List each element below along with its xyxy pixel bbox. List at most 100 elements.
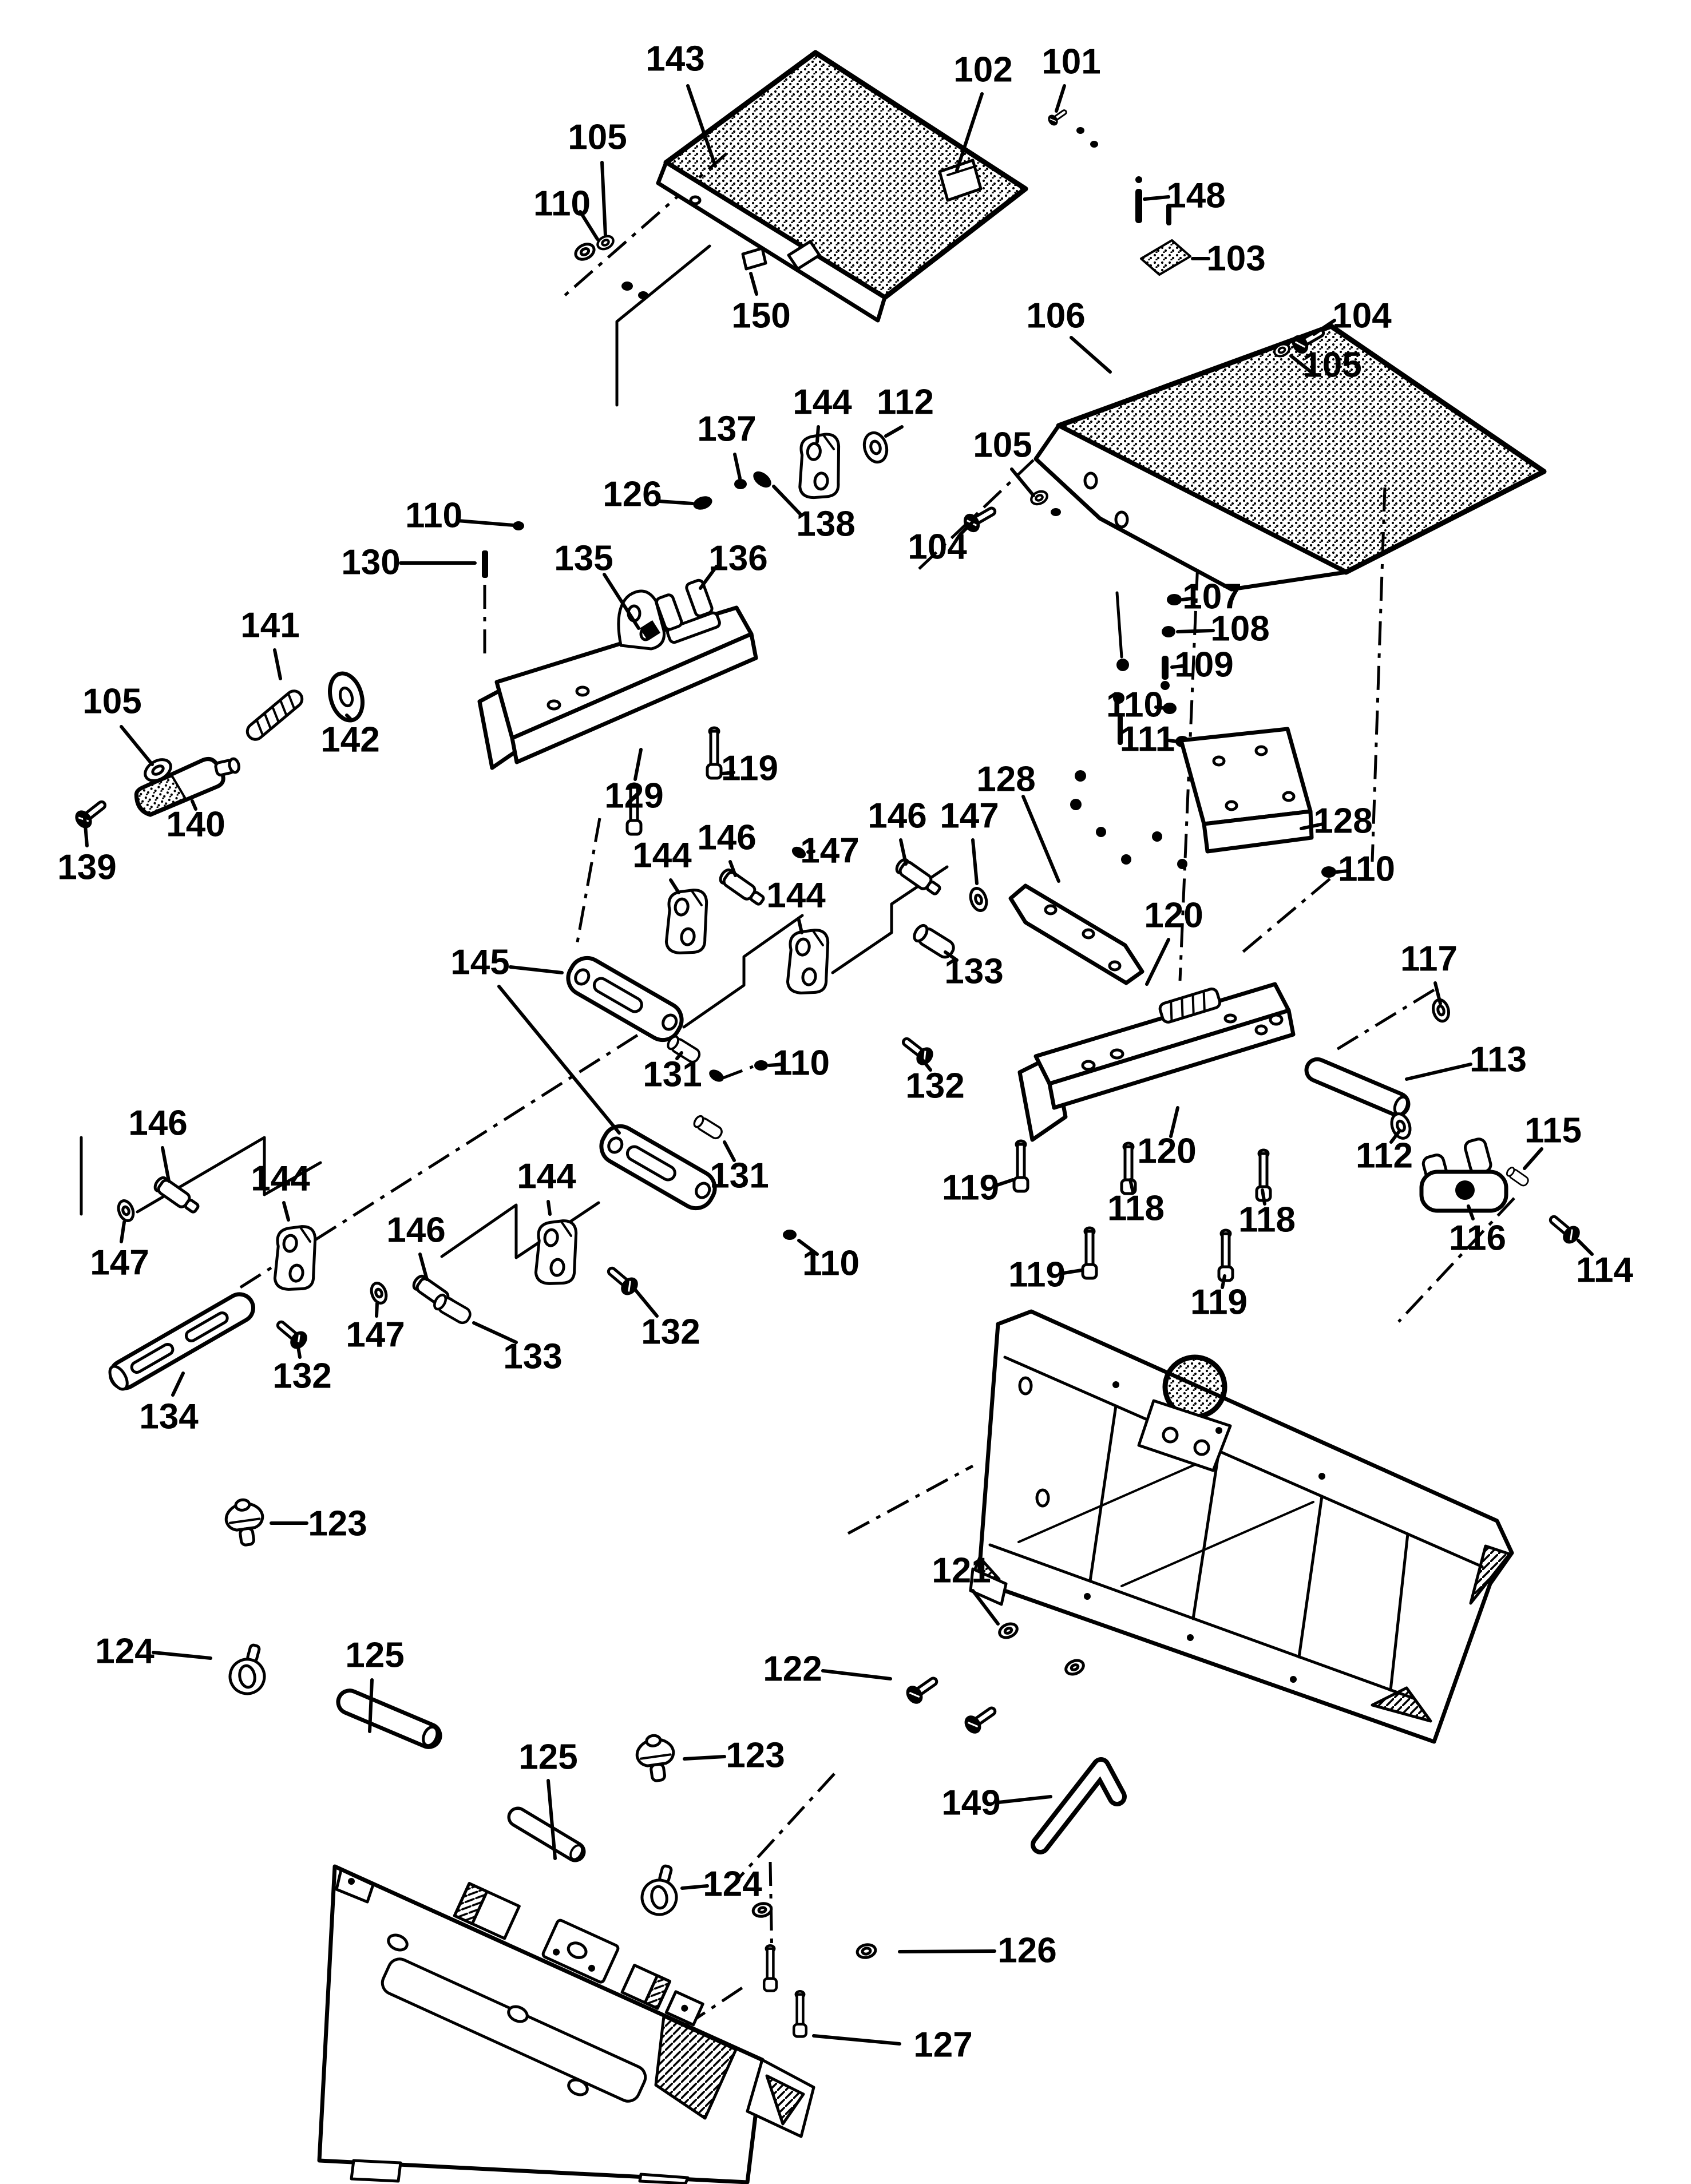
part-115-pin [1504,1165,1531,1188]
part-label-105: 105 [1302,346,1361,385]
part-146-bolt [718,868,766,907]
part-123-knob [635,1733,677,1783]
part-122-screw [961,1702,1000,1737]
part-label-120: 120 [1144,896,1203,936]
part-label-106: 106 [1026,296,1085,336]
set-screw [1051,508,1061,516]
set-screw-110 [1163,703,1177,714]
leader-line-117 [1433,981,1442,1005]
part-112-washer [1390,1112,1412,1140]
part-144-hinge [271,1223,320,1293]
leader-line-145 [497,985,621,1135]
part-label-127: 127 [913,2026,972,2065]
part-label-129: 129 [604,776,663,816]
fence-body-right [969,1309,1514,1744]
leader-line-121 [971,1589,1000,1626]
part-146-bolt [894,858,942,897]
leader-line-135 [603,573,640,630]
part-label-141: 141 [240,606,299,645]
bolt-119 [707,728,721,778]
part-label-147: 147 [800,831,859,871]
part-112-washer [862,431,889,464]
part-label-119: 119 [721,749,778,788]
leader-line-107 [1181,597,1193,601]
part-label-123: 123 [308,1504,367,1544]
part-label-124: 124 [95,1632,155,1671]
part-label-104: 104 [908,528,967,567]
part-145-link [595,1120,721,1214]
leader-line-126 [898,1949,996,1953]
part-124-clamp [226,1641,272,1698]
bolt-119 [1219,1230,1233,1281]
part-label-134: 134 [139,1397,199,1437]
part-126-setscrew [693,496,712,510]
part-147-setscrew [791,846,806,859]
part-125-pin [505,1805,587,1864]
part-129-bracket [477,589,758,770]
part-149-hex-key [1031,1757,1127,1854]
part-116-clevis [1419,1137,1508,1213]
fasteners-126-127 [751,1902,877,2036]
part-label-146: 146 [697,818,756,858]
part-label-105: 105 [973,426,1032,465]
part-132-screw [603,1262,641,1298]
part-label-130: 130 [341,543,400,582]
part-label-125: 125 [518,1738,577,1777]
leader-line-123 [683,1755,726,1761]
part-147-washer [117,1199,135,1222]
leader-line-115 [1523,1147,1543,1170]
part-150-flag [741,247,767,271]
part-label-109: 109 [1174,645,1233,685]
part-126-washer [856,1943,877,1959]
part-130-pin [482,550,488,578]
part-label-119: 119 [1190,1283,1248,1322]
part-121-washers [998,1622,1085,1676]
leader-line-102 [955,92,984,172]
part-147-washer [370,1282,388,1305]
leader-line-118 [1261,1188,1266,1206]
leader-line-119 [1221,1274,1226,1289]
part-label-135: 135 [554,539,613,578]
leader-line-146 [899,838,908,866]
leader-line-125 [546,1779,557,1860]
part-label-118: 118 [1238,1200,1296,1240]
part-138-setscrew [753,471,771,488]
part-128-bracket-left [1008,883,1145,985]
leader-line-105 [1010,467,1035,497]
leader-line-124 [152,1651,212,1660]
part-label-143: 143 [645,39,704,79]
leader-line-132 [921,1058,932,1072]
set-screw-110 [638,291,648,299]
part-label-125: 125 [345,1636,404,1675]
set-screw-107 [1167,594,1182,605]
part-label-146: 146 [128,1104,187,1143]
part-label-147: 147 [346,1315,405,1355]
leader-line-143 [686,84,717,168]
part-label-150: 150 [731,296,790,336]
leader-line-131 [723,1140,736,1162]
part-122-screw [903,1672,942,1707]
part-127-bolt [794,1991,806,2036]
part-label-133: 133 [503,1337,562,1377]
part-label-119: 119 [1008,1255,1066,1295]
leader-line-105 [120,725,154,766]
part-label-126: 126 [603,475,662,514]
part-label-147: 147 [90,1243,149,1283]
leader-line-128 [1021,795,1060,883]
part-label-110: 110 [405,496,462,536]
leader-line-146 [161,1146,171,1183]
fence-clamp-block [453,1882,521,1940]
fence-clamp-block [664,1990,704,2027]
leader-line-106 [1070,336,1112,374]
leader-line-104 [1312,319,1336,336]
fasteners-under-143 [573,233,648,299]
part-label-110: 110 [802,1244,860,1283]
part-label-110: 110 [773,1044,830,1083]
leader-line-105 [1289,354,1316,376]
part-101-screw [1045,105,1098,148]
leader-line-110 [1335,869,1350,874]
part-label-113: 113 [1470,1040,1527,1080]
leader-line-136 [699,565,718,590]
part-label-126: 126 [997,1931,1056,1971]
